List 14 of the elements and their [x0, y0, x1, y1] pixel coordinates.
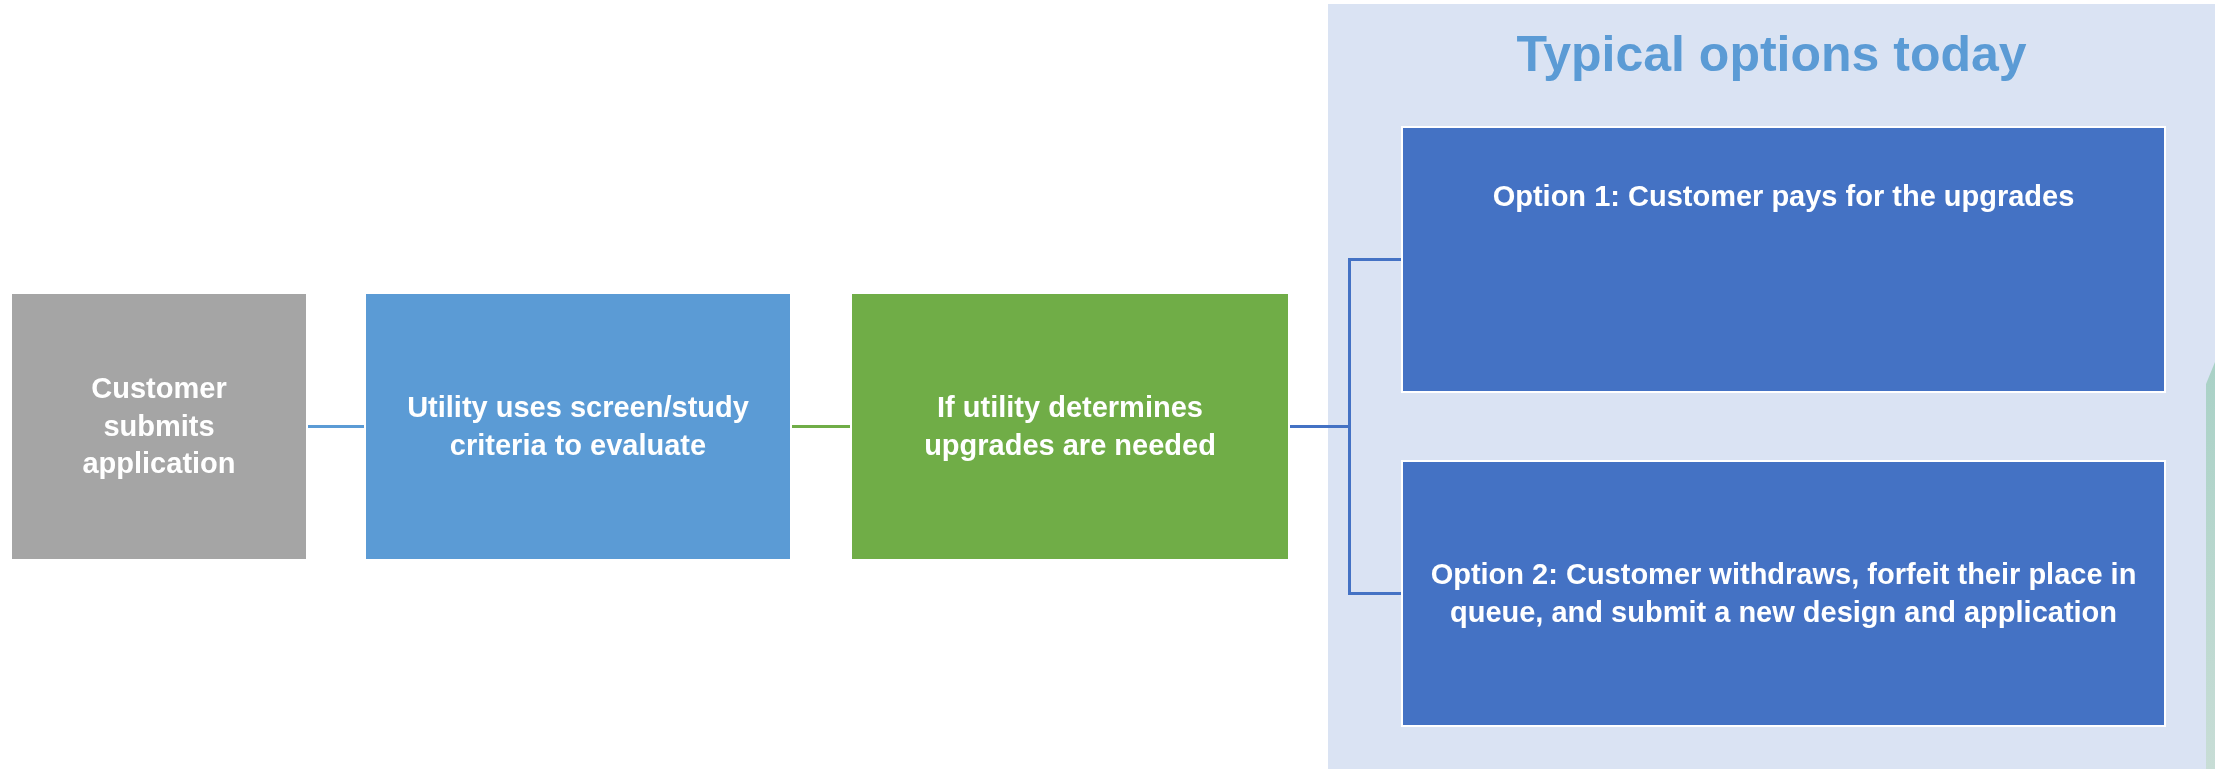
- option-box: [1401, 126, 2166, 393]
- connector-line: [792, 425, 850, 428]
- option-box: [1401, 460, 2166, 727]
- box-text: Utility uses screen/study criteria to evaluate: [406, 389, 750, 463]
- box-text: Option 2: Customer withdraws, forfeit their place in queue, and submit a new design and application: [1429, 556, 2138, 630]
- box-text: Customer submits application: [81, 370, 237, 482]
- process-box: [364, 292, 792, 561]
- box-text: Option 1: Customer pays for the upgrades: [1492, 179, 2075, 214]
- options-panel: [1328, 4, 2215, 769]
- connector-line: [308, 425, 364, 428]
- process-box: [850, 292, 1290, 561]
- process-box: [10, 292, 308, 561]
- box-text: If utility determines upgrades are needed: [923, 389, 1217, 463]
- panel-title: Typical options today: [1516, 25, 2027, 84]
